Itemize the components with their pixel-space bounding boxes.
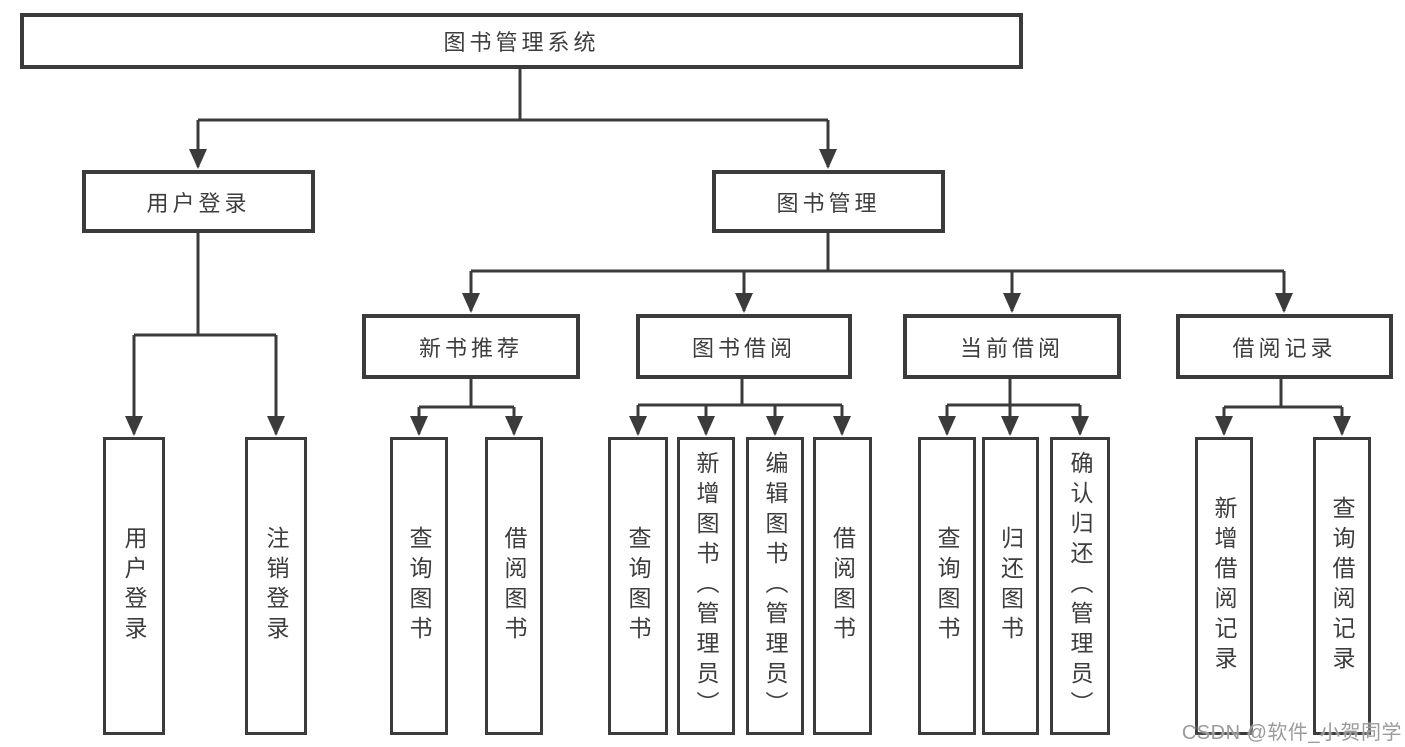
watermark: CSDN @软件_小贺同学 <box>1181 722 1402 744</box>
leaf-borrow-books-borrowing: 借阅图书 <box>813 437 872 735</box>
leaf-edit-books-admin: 编辑图书（管理员） <box>746 437 804 735</box>
node-borrowing-records: 借阅记录 <box>1176 314 1393 379</box>
node-book-borrowing: 图书借阅 <box>636 314 852 379</box>
leaf-user-login: 用户登录 <box>103 437 165 735</box>
leaf-add-borrow-record: 新增借阅记录 <box>1195 437 1253 735</box>
node-book-management: 图书管理 <box>712 170 945 233</box>
leaf-confirm-return-admin: 确认归还（管理员） <box>1050 437 1110 735</box>
leaf-query-books-borrowing: 查询图书 <box>608 437 668 735</box>
node-user-login: 用户登录 <box>82 170 315 233</box>
node-root-system: 图书管理系统 <box>20 13 1023 69</box>
leaf-add-books-admin: 新增图书（管理员） <box>677 437 735 735</box>
leaf-query-books-recommend: 查询图书 <box>390 437 448 735</box>
node-new-book-recommendation: 新书推荐 <box>362 314 580 379</box>
leaf-query-books-current: 查询图书 <box>918 437 976 735</box>
leaf-return-books: 归还图书 <box>982 437 1039 735</box>
leaf-query-borrow-record: 查询借阅记录 <box>1313 437 1371 735</box>
leaf-logout: 注销登录 <box>245 437 307 735</box>
leaf-borrow-books-recommend: 借阅图书 <box>485 437 543 735</box>
node-current-borrowing: 当前借阅 <box>903 314 1121 379</box>
